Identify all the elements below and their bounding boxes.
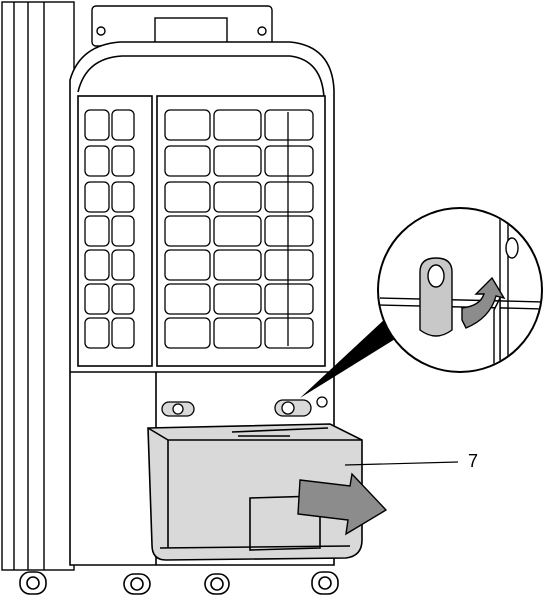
left-grille [84, 109, 135, 349]
magnifier-detail [377, 207, 543, 373]
callout-label-7: 7 [468, 451, 479, 471]
latch-rotate-arrow [461, 276, 506, 329]
callout-leader-line [344, 461, 459, 466]
tank-latches [161, 396, 328, 417]
casters [19, 571, 339, 595]
removal-arrow [297, 472, 388, 536]
water-tank [147, 423, 363, 561]
right-grille [164, 109, 314, 349]
magnifier-pointer [300, 318, 400, 398]
